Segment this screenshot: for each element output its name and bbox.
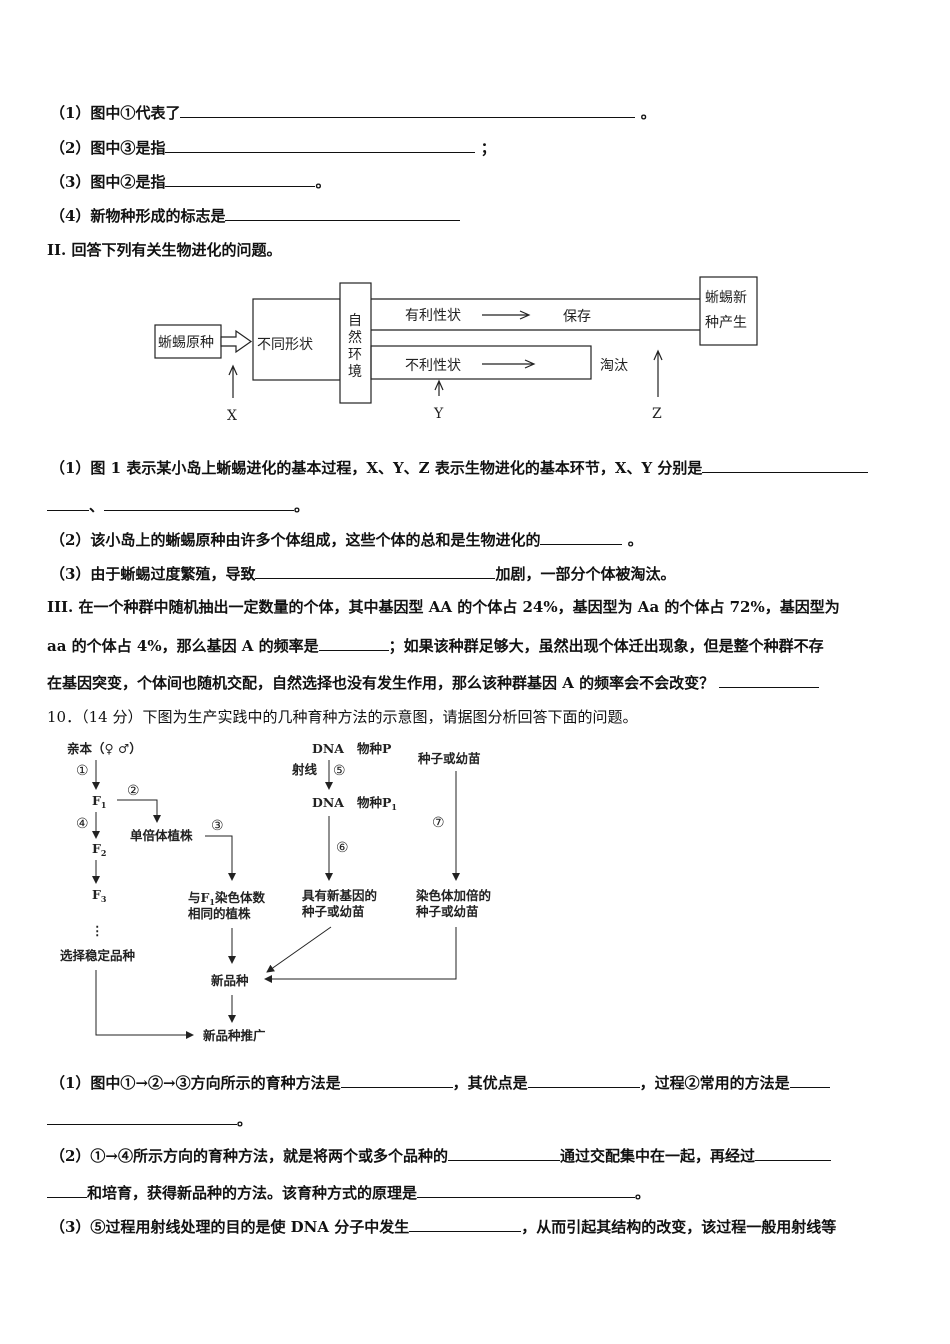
seed-label: 种子或幼苗 <box>417 751 481 766</box>
new-species-box <box>699 276 758 346</box>
s2-q2: （2）该小岛上的蜥蜴原种由许多个体组成，这些个体的总和是生物进化的 。 <box>50 529 643 549</box>
answer-blank[interactable] <box>104 495 295 511</box>
keep-label: 保存 <box>563 309 591 325</box>
answer-blank[interactable] <box>789 1072 830 1088</box>
new-variety-label: 新品种 <box>211 973 249 988</box>
promote-label: 新品种推广 <box>203 1028 266 1043</box>
dna-p-label: DNA <box>312 741 344 756</box>
variety-label: 不同形状 <box>257 337 313 353</box>
favorable-label: 有利性状 <box>405 308 461 324</box>
answer-blank[interactable] <box>340 1072 453 1088</box>
f1-label: F1 <box>92 793 106 810</box>
answer-blank[interactable] <box>47 1109 237 1125</box>
same-chromosome-label: 相同的植株 <box>188 906 251 921</box>
answer-blank[interactable] <box>255 563 496 579</box>
step-1: ① <box>76 763 89 779</box>
step-4: ④ <box>76 816 89 832</box>
answer-blank[interactable] <box>318 635 389 651</box>
unfavorable-label: 不利性状 <box>405 358 461 374</box>
label-z: Z <box>652 406 662 422</box>
origin-label: 蜥蜴原种 <box>158 335 214 351</box>
s2-q1: （1）图 1 表示某小岛上蜥蜴进化的基本过程，X、Y、Z 表示生物进化的基本环节… <box>50 457 869 478</box>
step-3: ③ <box>211 818 224 834</box>
hollow-arrow-icon <box>220 329 253 354</box>
same-chromosome-label: 与F1染色体数 <box>188 890 265 907</box>
ray-label: 射线 <box>291 762 318 777</box>
answer-blank[interactable] <box>409 1216 522 1232</box>
s1-q4: （4）新物种形成的标志是 <box>50 205 461 226</box>
dna-p1-label: DNA <box>312 795 344 810</box>
q10-q3: （3）⑤过程用射线处理的目的是使 DNA 分子中发生，从而引起其结构的改变，该过… <box>50 1216 837 1236</box>
breeding-methods-diagram: 亲本（♀ ♂） ① F1 ④ F2 F3 ⋮ 选择稳定品种 ② 单倍体植株 ③ … <box>60 741 491 1043</box>
species-p-label: 物种P <box>357 741 392 756</box>
q10-q1: （1）图中①→②→③方向所示的育种方法是，其优点是，过程②常用的方法是 <box>50 1072 830 1093</box>
answer-blank[interactable] <box>47 1182 87 1198</box>
ellipsis-icon: ⋮ <box>91 923 104 938</box>
unfavorable-box <box>370 345 592 380</box>
f2-label: F2 <box>92 841 106 858</box>
answer-blank[interactable] <box>165 137 476 153</box>
environment-char: 自 <box>348 313 362 329</box>
haploid-label: 单倍体植株 <box>130 828 193 843</box>
eliminated-label: 淘汰 <box>600 358 628 374</box>
s3-line2: aa 的个体占 4%，那么基因 A 的频率是；如果该种群足够大，虽然出现个体迁出… <box>47 635 824 655</box>
step-2: ② <box>127 783 140 799</box>
s3-line3: 在基因突变，个体间也随机交配，自然选择也没有发生作用，那么该种群基因 A 的频率… <box>47 672 820 693</box>
environment-char: 境 <box>348 364 362 380</box>
s2-q1-cont: 、。 <box>47 495 309 516</box>
label-y: Y <box>433 406 444 422</box>
answer-blank[interactable] <box>755 1145 832 1161</box>
q10-q2-cont: 和培育，获得新品种的方法。该育种方式的原理是。 <box>47 1182 650 1203</box>
answer-blank[interactable] <box>165 171 316 187</box>
new-species-label: 种产生 <box>705 315 747 331</box>
doubled-label: 种子或幼苗 <box>415 904 479 919</box>
species-p1-label: 物种P1 <box>357 795 397 812</box>
step-7: ⑦ <box>432 815 445 831</box>
answer-blank[interactable] <box>417 1182 636 1198</box>
answer-blank[interactable] <box>47 495 89 511</box>
new-species-label: 蜥蜴新 <box>705 290 747 306</box>
new-gene-label: 具有新基因的 <box>301 888 377 903</box>
answer-blank[interactable] <box>527 1072 640 1088</box>
answer-blank[interactable] <box>225 205 461 221</box>
s1-q2: （2）图中③是指 ； <box>50 137 496 157</box>
answer-blank[interactable] <box>719 672 820 688</box>
q10-intro: 10．（14 分）下图为生产实践中的几种育种方法的示意图，请据图分析回答下面的问… <box>47 708 638 726</box>
step-5: ⑤ <box>333 763 346 779</box>
answer-blank[interactable] <box>448 1145 561 1161</box>
environment-char: 然 <box>348 329 362 346</box>
answer-blank[interactable] <box>702 457 869 473</box>
s1-q3: （3）图中②是指。 <box>50 171 331 191</box>
doubled-label: 染色体加倍的 <box>415 888 491 903</box>
q10-q2: （2）①→④所示方向的育种方法，就是将两个或多个品种的通过交配集中在一起，再经过 <box>50 1145 832 1166</box>
environment-char: 环 <box>348 347 362 363</box>
answer-blank[interactable] <box>180 102 636 118</box>
parents-label: 亲本（♀ ♂） <box>67 741 142 756</box>
select-label: 选择稳定品种 <box>60 948 135 963</box>
f3-label: F3 <box>92 887 107 904</box>
step-6: ⑥ <box>336 840 349 856</box>
answer-blank[interactable] <box>540 529 623 545</box>
s2-q3: （3）由于蜥蜴过度繁殖，导致加剧，一部分个体被淘汰。 <box>50 563 676 583</box>
q10-q1-cont: 。 <box>47 1109 252 1130</box>
label-x: X <box>227 408 237 424</box>
s2-heading: II. 回答下列有关生物进化的问题。 <box>47 241 282 259</box>
s3-line1: III. 在一个种群中随机抽出一定数量的个体，其中基因型 AA 的个体占 24%… <box>47 598 840 616</box>
environment-box <box>339 282 372 404</box>
new-gene-label: 种子或幼苗 <box>301 904 365 919</box>
lizard-evolution-diagram: 蜥蜴原种 不同形状 自 然 环 境 有利性状 保存 不利性状 淘汰 蜥蜴新 种产… <box>154 276 758 424</box>
s1-q1: （1）图中①代表了 。 <box>50 102 656 122</box>
